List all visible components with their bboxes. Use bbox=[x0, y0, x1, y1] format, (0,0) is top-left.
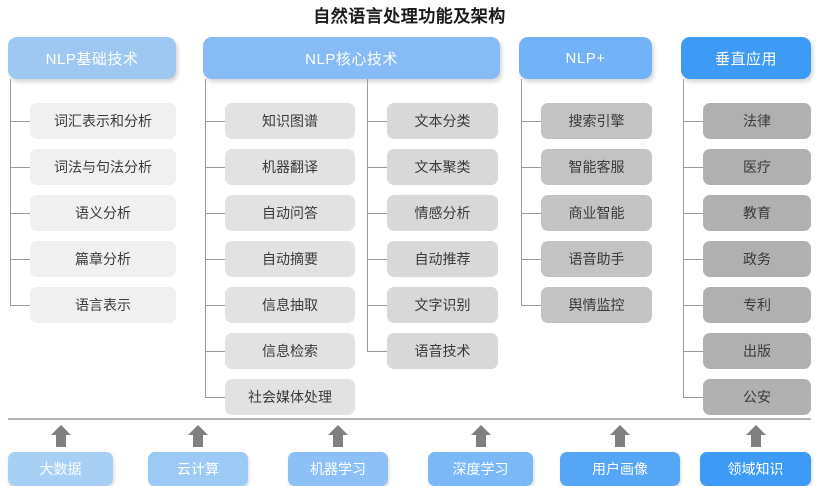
capability-item[interactable]: 搜索引擎 bbox=[541, 103, 652, 139]
capability-item[interactable]: 医疗 bbox=[703, 149, 811, 185]
item-connector-tick bbox=[367, 259, 387, 260]
capability-item[interactable]: 语音技术 bbox=[387, 333, 498, 369]
item-connector-tick bbox=[367, 213, 387, 214]
item-connector-tick bbox=[205, 213, 225, 214]
capability-item[interactable]: 文字识别 bbox=[387, 287, 498, 323]
foundation-item[interactable]: 领域知识 bbox=[700, 452, 811, 486]
column-header-vertical-apps[interactable]: 垂直应用 bbox=[681, 37, 811, 79]
capability-item[interactable]: 智能客服 bbox=[541, 149, 652, 185]
capability-item[interactable]: 文本聚类 bbox=[387, 149, 498, 185]
column-connector-line bbox=[205, 79, 206, 397]
column-header-label: NLP基础技术 bbox=[45, 50, 139, 68]
item-connector-tick bbox=[205, 397, 225, 398]
capability-item[interactable]: 语音助手 bbox=[541, 241, 652, 277]
capability-item[interactable]: 舆情监控 bbox=[541, 287, 652, 323]
item-connector-tick bbox=[683, 167, 703, 168]
capability-item[interactable]: 自动问答 bbox=[225, 195, 355, 231]
column-header-label: NLP核心技术 bbox=[305, 50, 398, 68]
page-title: 自然语言处理功能及架构 bbox=[313, 7, 506, 26]
up-arrow-icon bbox=[327, 424, 349, 448]
item-connector-tick bbox=[10, 121, 30, 122]
column-header-label: 垂直应用 bbox=[714, 50, 777, 68]
column-header-nlp-basic[interactable]: NLP基础技术 bbox=[8, 37, 176, 79]
capability-item[interactable]: 词法与句法分析 bbox=[30, 149, 176, 185]
item-connector-tick bbox=[205, 167, 225, 168]
item-connector-tick bbox=[10, 259, 30, 260]
capability-item[interactable]: 情感分析 bbox=[387, 195, 498, 231]
foundation-divider bbox=[8, 418, 811, 420]
capability-item[interactable]: 专利 bbox=[703, 287, 811, 323]
capability-item[interactable]: 政务 bbox=[703, 241, 811, 277]
up-arrow-icon bbox=[187, 424, 209, 448]
up-arrow-icon bbox=[470, 424, 492, 448]
capability-item[interactable]: 信息检索 bbox=[225, 333, 355, 369]
capability-item[interactable]: 篇章分析 bbox=[30, 241, 176, 277]
item-connector-tick bbox=[683, 213, 703, 214]
item-connector-tick bbox=[367, 351, 387, 352]
item-connector-tick bbox=[10, 167, 30, 168]
column-connector-line bbox=[521, 79, 522, 305]
item-connector-tick bbox=[521, 121, 541, 122]
capability-item[interactable]: 法律 bbox=[703, 103, 811, 139]
column-header-nlp-plus[interactable]: NLP+ bbox=[519, 37, 652, 79]
item-connector-tick bbox=[683, 397, 703, 398]
item-connector-tick bbox=[367, 305, 387, 306]
capability-item[interactable]: 词汇表示和分析 bbox=[30, 103, 176, 139]
capability-item[interactable]: 文本分类 bbox=[387, 103, 498, 139]
column-header-nlp-core[interactable]: NLP核心技术 bbox=[203, 37, 500, 79]
capability-item[interactable]: 机器翻译 bbox=[225, 149, 355, 185]
item-connector-tick bbox=[683, 351, 703, 352]
up-arrow-icon bbox=[50, 424, 72, 448]
column-header-label: NLP+ bbox=[565, 49, 606, 67]
capability-item[interactable]: 出版 bbox=[703, 333, 811, 369]
item-connector-tick bbox=[367, 121, 387, 122]
item-connector-tick bbox=[205, 121, 225, 122]
column-connector-line bbox=[683, 79, 684, 397]
item-connector-tick bbox=[10, 213, 30, 214]
item-connector-tick bbox=[521, 305, 541, 306]
foundation-item[interactable]: 深度学习 bbox=[428, 452, 533, 486]
capability-item[interactable]: 知识图谱 bbox=[225, 103, 355, 139]
item-connector-tick bbox=[205, 259, 225, 260]
capability-item[interactable]: 语言表示 bbox=[30, 287, 176, 323]
capability-item[interactable]: 自动摘要 bbox=[225, 241, 355, 277]
item-connector-tick bbox=[205, 305, 225, 306]
foundation-item[interactable]: 机器学习 bbox=[288, 452, 388, 486]
column-connector-line bbox=[367, 79, 368, 351]
capability-item[interactable]: 信息抽取 bbox=[225, 287, 355, 323]
item-connector-tick bbox=[521, 213, 541, 214]
up-arrow-icon bbox=[745, 424, 767, 448]
foundation-item[interactable]: 大数据 bbox=[8, 452, 113, 486]
column-connector-line bbox=[10, 79, 11, 305]
item-connector-tick bbox=[521, 259, 541, 260]
capability-item[interactable]: 商业智能 bbox=[541, 195, 652, 231]
item-connector-tick bbox=[521, 167, 541, 168]
foundation-item[interactable]: 云计算 bbox=[148, 452, 248, 486]
capability-item[interactable]: 自动推荐 bbox=[387, 241, 498, 277]
capability-item[interactable]: 社会媒体处理 bbox=[225, 379, 355, 415]
item-connector-tick bbox=[367, 167, 387, 168]
up-arrow-icon bbox=[609, 424, 631, 448]
foundation-item[interactable]: 用户画像 bbox=[560, 452, 680, 486]
capability-item[interactable]: 语义分析 bbox=[30, 195, 176, 231]
item-connector-tick bbox=[683, 305, 703, 306]
item-connector-tick bbox=[683, 121, 703, 122]
item-connector-tick bbox=[683, 259, 703, 260]
capability-item[interactable]: 教育 bbox=[703, 195, 811, 231]
capability-item[interactable]: 公安 bbox=[703, 379, 811, 415]
item-connector-tick bbox=[10, 305, 30, 306]
item-connector-tick bbox=[205, 351, 225, 352]
